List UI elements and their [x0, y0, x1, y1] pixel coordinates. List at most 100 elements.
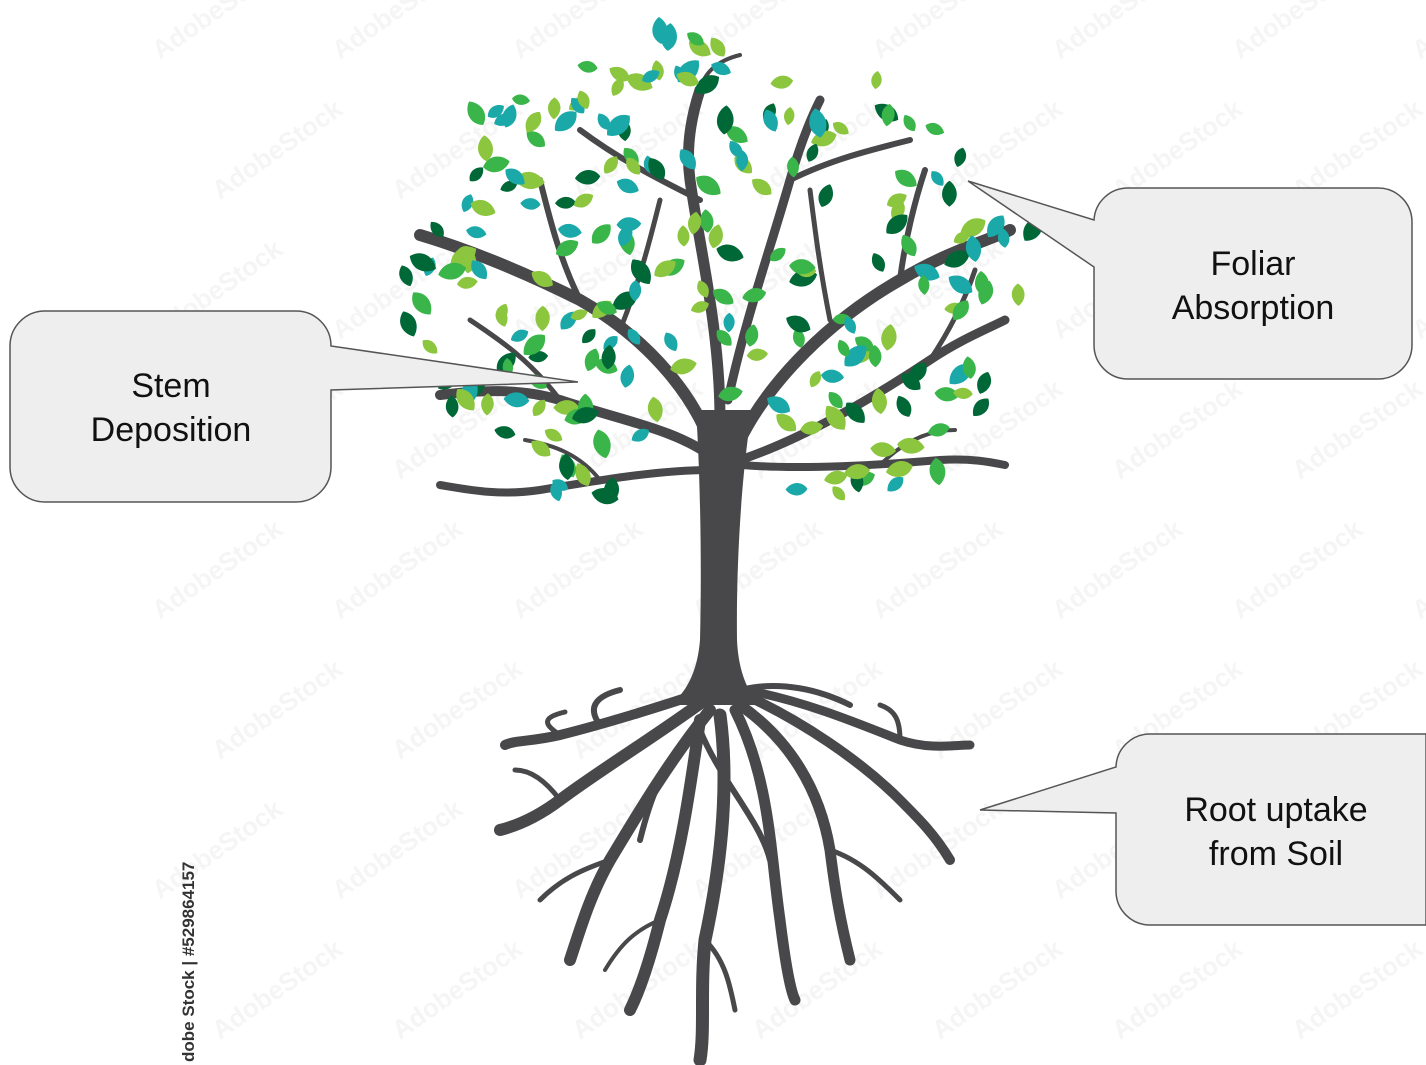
leaf [868, 345, 882, 368]
leaf [677, 225, 690, 247]
foliar-callout-line1: Foliar [1210, 245, 1295, 283]
watermark-tile: AdobeStock [146, 513, 288, 625]
leaf [629, 280, 642, 302]
leaf [820, 369, 845, 383]
watermark-tile: AdobeStock [206, 653, 348, 765]
watermark-tile: AdobeStock [1226, 513, 1368, 625]
watermark-tile: AdobeStock [206, 933, 348, 1045]
tree-trunk [670, 410, 760, 705]
leaf [711, 62, 731, 76]
leaf [954, 147, 967, 167]
watermark-tile: AdobeStock [326, 793, 468, 905]
leaf [871, 253, 886, 272]
leaf [555, 196, 576, 209]
leaf [487, 105, 504, 118]
leaf [716, 244, 744, 262]
leaf [664, 332, 678, 352]
leaf [574, 193, 594, 208]
leaf [909, 362, 927, 383]
leaf [466, 226, 487, 239]
watermark-tile: AdobeStock [506, 793, 648, 905]
leaf [555, 240, 579, 257]
watermark-tile: AdobeStock [146, 0, 288, 65]
leaf [471, 260, 487, 280]
leaf [616, 217, 642, 232]
leaf [886, 214, 908, 234]
leaf [690, 301, 709, 313]
leaf [871, 387, 887, 415]
stem-callout-line1: Stem [131, 367, 210, 405]
leaf [895, 169, 917, 187]
leaf [832, 486, 846, 501]
leaf [532, 399, 546, 417]
leaf [591, 224, 611, 244]
leaf [789, 259, 816, 275]
leaf [800, 421, 824, 435]
leaf [881, 324, 897, 351]
leaf [478, 135, 493, 162]
leaf [687, 32, 704, 46]
leaf [526, 131, 545, 148]
leaf [494, 113, 513, 126]
leaf [430, 221, 444, 238]
leaf [438, 262, 467, 280]
watermark-tile: AdobeStock [1046, 0, 1188, 65]
watermark-tile: AdobeStock [866, 0, 1008, 65]
leaf [582, 329, 596, 344]
leaf [837, 339, 850, 357]
leaf [577, 61, 598, 73]
leaf [670, 358, 697, 375]
leaf [763, 109, 778, 132]
leaf [901, 235, 917, 257]
leaf [455, 246, 472, 258]
leaf [577, 90, 590, 110]
root-uptake-callout: Root uptake from Soil [979, 733, 1426, 926]
leaf [512, 94, 531, 105]
leaf [611, 78, 624, 96]
leaf [572, 407, 599, 424]
leaf [725, 126, 748, 143]
watermark-tile: AdobeStock [1106, 373, 1248, 485]
leaf [793, 328, 805, 348]
watermark-tile: AdobeStock [506, 0, 648, 65]
leaf [708, 224, 723, 249]
leaf [752, 178, 772, 196]
leaf [696, 175, 721, 196]
leaf [952, 300, 969, 321]
watermark-tile: AdobeStock [146, 793, 288, 905]
leaf [648, 158, 666, 180]
leaf [1011, 283, 1025, 306]
leaf [825, 406, 846, 430]
watermark-tile: AdobeStock [1226, 0, 1368, 65]
foliar-absorption-callout: Foliar Absorption [967, 180, 1413, 380]
leaf [601, 344, 616, 370]
callout-bubble [979, 733, 1426, 926]
leaf [742, 288, 767, 303]
leaf [535, 305, 550, 332]
leaf [977, 371, 992, 394]
leaf [843, 464, 871, 480]
watermark-tile: AdobeStock [1286, 933, 1426, 1045]
leaf [531, 440, 551, 457]
leaf [510, 329, 529, 342]
leaf [679, 149, 696, 170]
leaf [520, 198, 541, 210]
leaf [616, 178, 639, 194]
leaf [997, 227, 1010, 248]
leaf [824, 470, 848, 485]
leaf [559, 453, 575, 481]
leaf [787, 156, 799, 178]
leaf [934, 387, 960, 402]
leaf [987, 215, 1005, 238]
leaf [929, 457, 946, 486]
leaf [597, 113, 611, 130]
leaf [809, 108, 827, 138]
leaf [716, 105, 734, 135]
leaf [786, 315, 811, 333]
watermark-tile: AdobeStock [1406, 0, 1426, 65]
foliar-callout-line2: Absorption [1172, 289, 1335, 327]
leaf [887, 476, 904, 492]
root-callout-line1: Root uptake [1184, 791, 1367, 829]
leaf [574, 170, 601, 185]
watermark-tile: AdobeStock [206, 93, 348, 205]
